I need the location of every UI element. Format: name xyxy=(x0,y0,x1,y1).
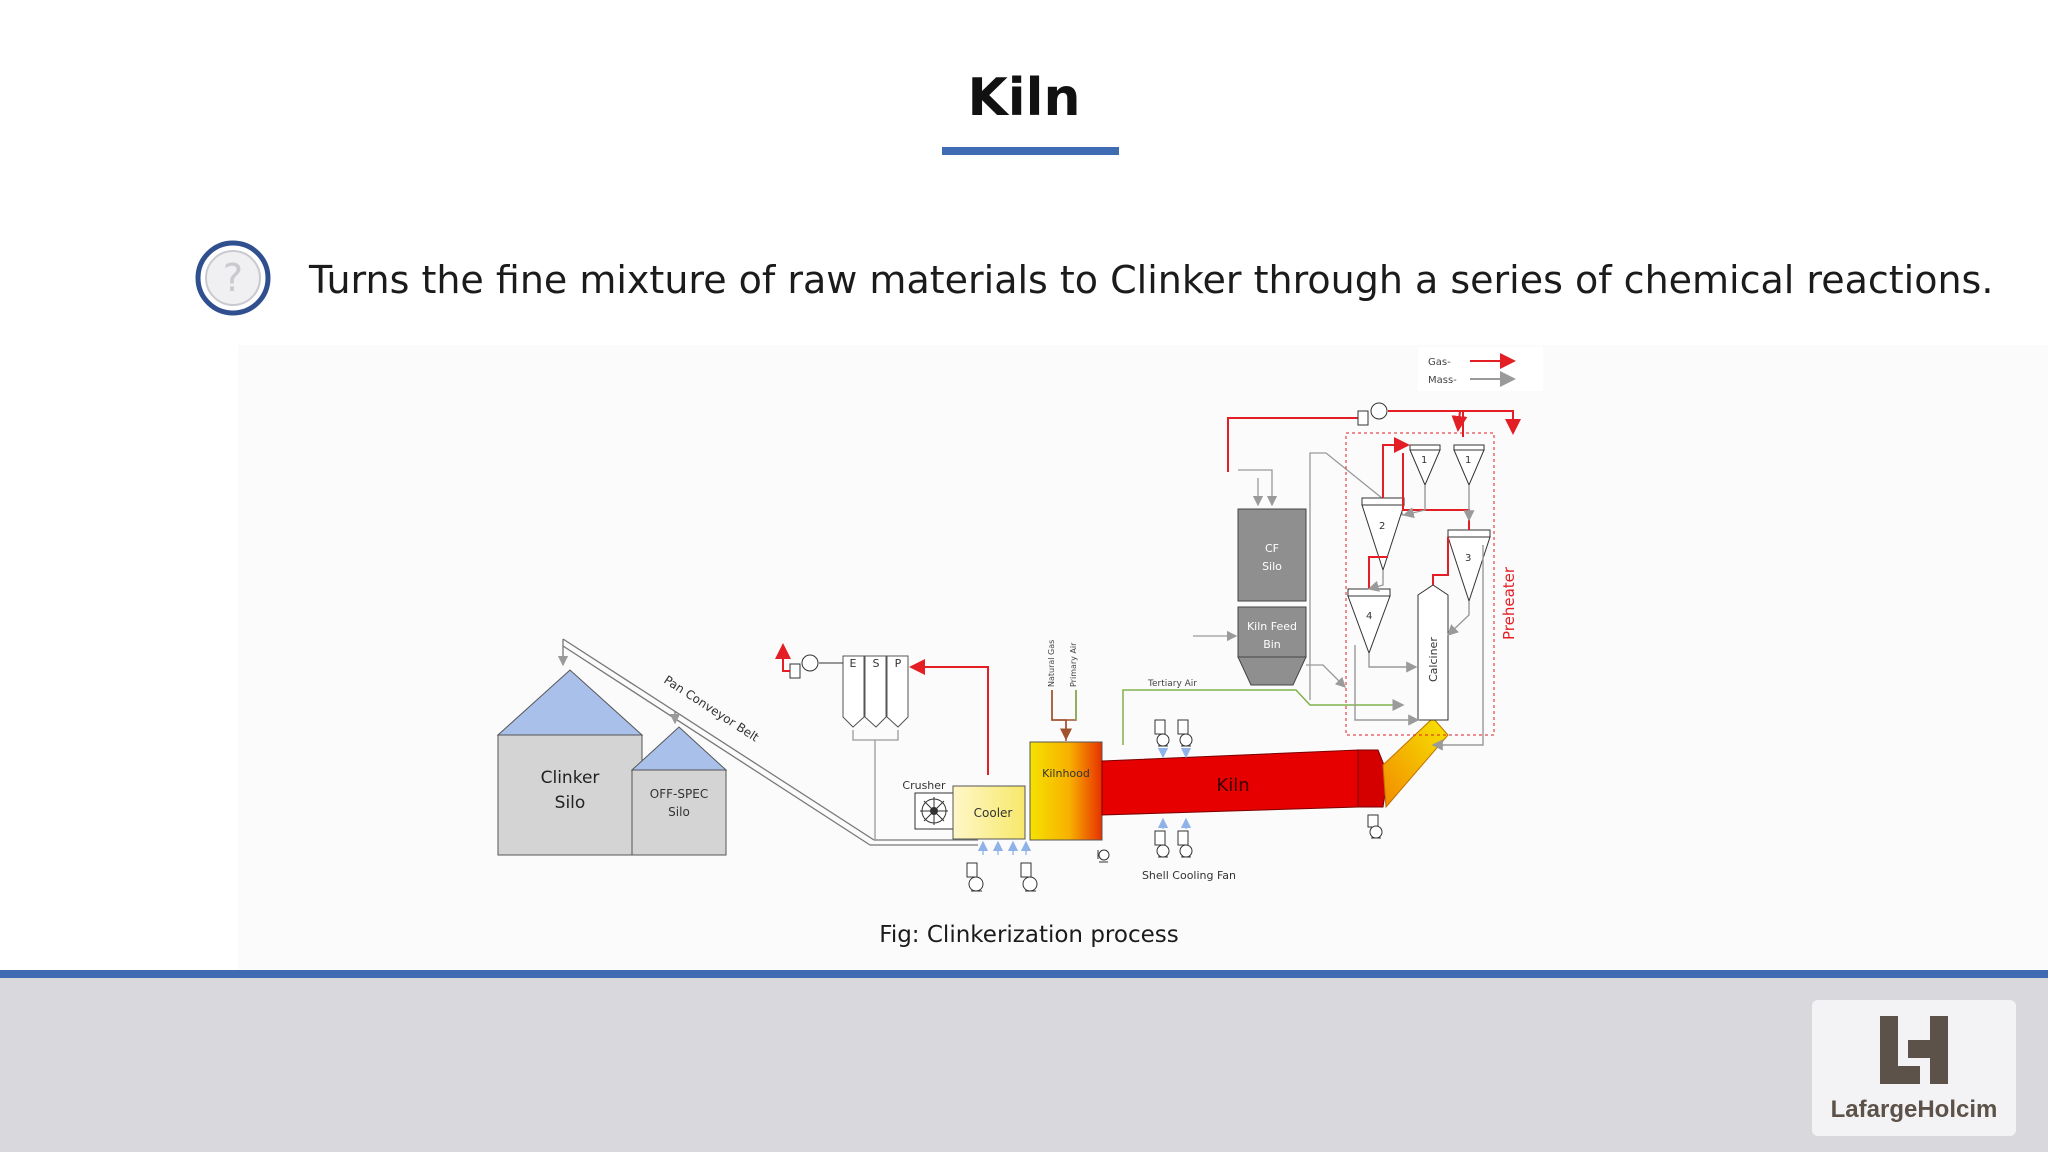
logo-text: LafargeHolcim xyxy=(1830,1096,1998,1123)
clinker-silo-label-1: Clinker xyxy=(541,768,600,788)
cf-silo-feed-lines xyxy=(1193,452,1405,700)
cyclone-1b: 1 xyxy=(1453,444,1485,487)
kiln-feed-bin: Kiln Feed Bin xyxy=(1237,606,1307,686)
preheater-exhaust-duct xyxy=(1227,417,1358,472)
burner-feed xyxy=(1051,690,1077,741)
slide-title: Kiln xyxy=(967,68,1081,128)
title-underline xyxy=(942,147,1119,155)
riser-duct xyxy=(1382,717,1449,809)
preheater-label: Preheater xyxy=(1500,566,1518,640)
clinkerization-diagram: Gas- Mass- Clinker Silo OFF-SPEC Silo Pa… xyxy=(496,347,1543,892)
footer-rule xyxy=(0,970,2048,978)
kiln-inlet-fan xyxy=(1367,814,1383,839)
kilnhood xyxy=(1029,741,1103,841)
cyclone-1a: 1 xyxy=(1409,444,1441,487)
svg-text:2: 2 xyxy=(1379,521,1385,532)
crusher-label: Crusher xyxy=(902,779,946,792)
natural-gas-label: Natural Gas xyxy=(1047,640,1056,687)
preheater-box xyxy=(1345,432,1495,736)
tertiary-air-duct xyxy=(1122,689,1405,745)
question-mark-icon: ? xyxy=(195,240,271,316)
preheater-fan xyxy=(1357,402,1388,426)
figure-background xyxy=(238,345,2048,970)
pan-conveyor-belt xyxy=(557,638,978,846)
preheater-mass-lines xyxy=(1354,485,1484,751)
svg-text:S: S xyxy=(873,657,880,670)
legend: Gas- Mass- xyxy=(1418,347,1543,391)
kiln-label: Kiln xyxy=(1216,775,1249,796)
offspec-silo: OFF-SPEC Silo xyxy=(630,726,728,856)
clinker-silo-label-2: Silo xyxy=(555,793,586,813)
cooler xyxy=(952,785,1026,840)
svg-text:?: ? xyxy=(223,256,243,300)
slide-description: Turns the fine mixture of raw materials … xyxy=(309,258,1994,302)
cf-silo: CF Silo xyxy=(1237,508,1307,602)
esp-unit: E S P xyxy=(842,655,909,728)
cooler-fan-air xyxy=(977,840,1032,855)
footer-band xyxy=(0,978,2048,1152)
svg-text:3: 3 xyxy=(1465,553,1471,564)
calciner: Calciner xyxy=(1417,584,1449,721)
cooler-label: Cooler xyxy=(974,806,1013,820)
cooler-fan-icon-2 xyxy=(1020,862,1038,892)
svg-text:CF: CF xyxy=(1265,542,1279,555)
hood-fan-icon xyxy=(1098,849,1110,863)
figure-caption: Fig: Clinkerization process xyxy=(879,922,1179,948)
cooler-fan-icon-1 xyxy=(966,862,984,892)
offspec-silo-label-2: Silo xyxy=(668,805,690,819)
svg-text:1: 1 xyxy=(1465,455,1471,466)
tertiary-air-label: Tertiary Air xyxy=(1147,679,1197,689)
svg-text:Kiln Feed: Kiln Feed xyxy=(1247,620,1297,633)
svg-text:E: E xyxy=(850,657,857,670)
offspec-silo-label-1: OFF-SPEC xyxy=(650,787,708,801)
clinker-silo: Clinker Silo xyxy=(496,669,644,856)
primary-air-label: Primary Air xyxy=(1069,642,1078,687)
svg-text:Calciner: Calciner xyxy=(1427,637,1440,682)
cyclone-4: 4 xyxy=(1347,588,1391,655)
lafargeholcim-logo xyxy=(1880,1016,1948,1084)
svg-text:4: 4 xyxy=(1366,611,1372,622)
svg-text:1: 1 xyxy=(1421,455,1427,466)
crusher-icon xyxy=(914,792,954,830)
svg-text:P: P xyxy=(895,657,902,670)
svg-text:Bin: Bin xyxy=(1263,638,1281,651)
esp-dust-return xyxy=(852,730,899,840)
shell-cooling-fans xyxy=(1154,719,1193,858)
esp-fan xyxy=(775,643,843,679)
svg-text:Silo: Silo xyxy=(1262,560,1282,573)
legend-gas-label: Gas- xyxy=(1428,357,1451,368)
legend-mass-label: Mass- xyxy=(1428,375,1457,386)
kilnhood-label: Kilnhood xyxy=(1042,767,1090,780)
cooler-gas-to-esp xyxy=(909,659,989,775)
shell-cooling-fan-label: Shell Cooling Fan xyxy=(1142,869,1236,882)
